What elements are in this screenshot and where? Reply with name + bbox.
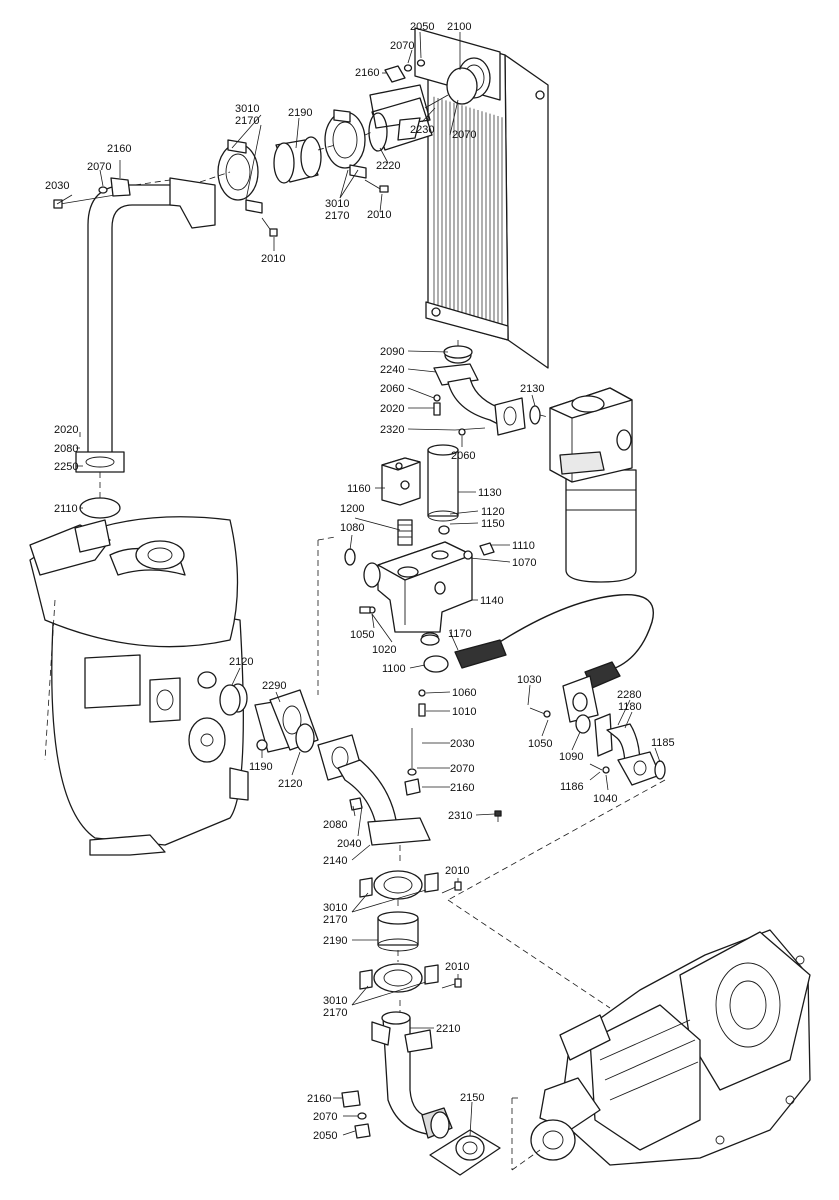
part-label: 2070 [390,40,414,52]
part-label: 2050 [410,21,434,33]
part-label: 2310 [448,810,472,822]
part-label: 1180 [618,701,642,713]
cooler-radiator [414,27,549,369]
discharge-pipe-assembly [341,870,520,1176]
lower-pipe-assembly [254,536,431,862]
part-label: 2010 [367,209,391,221]
part-label: 2070 [313,1111,337,1123]
thermostat-valve-block [344,519,495,633]
part-label: 1150 [481,518,505,530]
part-label: 1070 [512,557,536,569]
part-label: 2050 [313,1130,337,1142]
part-label: 2060 [380,383,404,395]
part-label: 3010 [235,103,259,115]
part-label: 2160 [450,782,474,794]
part-label: 2160 [307,1093,331,1105]
part-label: 2090 [380,346,404,358]
part-label: 2060 [451,450,475,462]
part-label: 3010 [323,995,347,1007]
separator-filter-housing [549,387,637,583]
o-ring-2110 [79,497,121,519]
part-label: 2070 [87,161,111,173]
part-label: 2020 [380,403,404,415]
part-label: 2020 [54,424,78,436]
part-label: 1030 [517,674,541,686]
part-label: 2130 [520,383,544,395]
part-label: 2170 [235,115,259,127]
part-label: 2250 [54,461,78,473]
part-label: 2220 [376,160,400,172]
part-label: 2100 [447,21,471,33]
part-label: 2120 [229,656,253,668]
part-label: 1060 [452,687,476,699]
part-label: 1010 [452,706,476,718]
part-label: 2160 [355,67,379,79]
part-label: 2170 [323,914,347,926]
part-label: 1020 [372,644,396,656]
oil-hose [418,594,654,723]
part-label: 1200 [340,503,364,515]
part-label: 2190 [323,935,347,947]
part-label: 2110 [54,503,78,515]
part-label: 2280 [617,689,641,701]
part-label: 2030 [45,180,69,192]
part-number-labels: 2050 2100 2070 2160 3010 2170 2190 2230 … [45,21,675,1142]
part-label: 1140 [480,595,504,607]
o-ring-2090 [443,345,473,359]
part-label: 1185 [651,737,675,749]
part-label: 2160 [107,143,131,155]
screw-2310 [494,810,502,822]
part-label: 2320 [380,424,404,436]
part-label: 2070 [450,763,474,775]
part-label: 1120 [481,506,505,518]
upper-pipe-assembly [53,59,449,498]
part-label: 1090 [559,751,583,763]
part-label: 1110 [512,540,535,552]
part-label: 1080 [340,522,364,534]
return-pipe-1180 [447,707,666,901]
part-label: 1160 [347,483,371,495]
part-label: 2080 [54,443,78,455]
oil-filter-element [381,444,459,522]
part-label: 2230 [410,124,434,136]
part-label: 2120 [278,778,302,790]
part-label: 2210 [436,1023,460,1035]
o-ring-1100 [420,634,440,646]
o-ring-2120 [219,684,241,716]
part-label: 3010 [325,198,349,210]
separator-tank [29,516,249,856]
part-label: 1050 [528,738,552,750]
part-label: 2040 [337,838,361,850]
leader-lines [56,31,661,1137]
part-label: 2010 [445,961,469,973]
part-label: 3010 [323,902,347,914]
compressor-air-end [447,899,811,1171]
part-label: 1170 [448,628,472,640]
part-label: 2080 [323,819,347,831]
part-label: 2010 [261,253,285,265]
part-label: 1040 [593,793,617,805]
part-label: 2030 [450,738,474,750]
part-label: 2170 [323,1007,347,1019]
part-label: 1186 [560,781,584,793]
part-label: 2290 [262,680,286,692]
part-label: 2240 [380,364,404,376]
part-label: 1050 [350,629,374,641]
part-label: 2170 [325,210,349,222]
part-label: 2010 [445,865,469,877]
part-label: 2070 [452,129,476,141]
part-label: 1190 [249,761,273,773]
part-label: 2140 [323,855,347,867]
part-label: 2150 [460,1092,484,1104]
part-label: 1130 [478,487,502,499]
cooler-fins [433,96,503,335]
part-label: 2190 [288,107,312,119]
part-label: 1100 [382,663,406,675]
o-ring-2100 [446,67,478,105]
